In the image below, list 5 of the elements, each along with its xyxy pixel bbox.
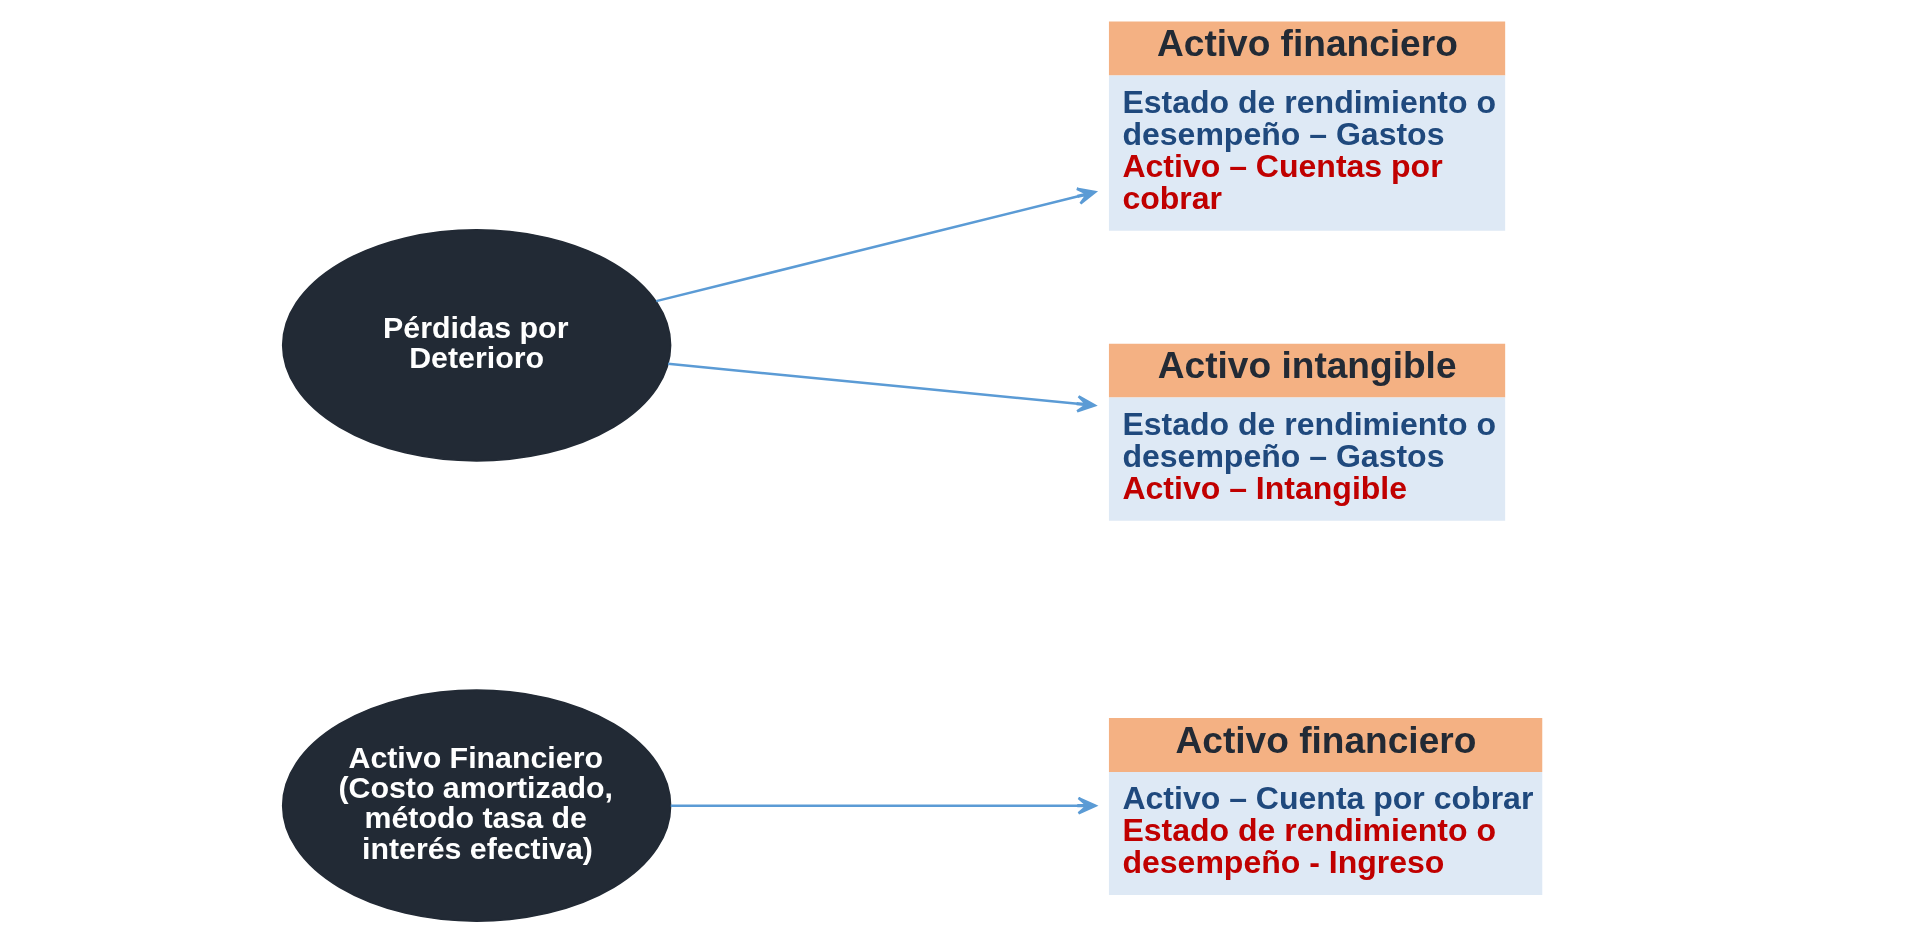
arrow	[655, 187, 1097, 303]
arrow	[670, 796, 1097, 815]
node-ellipse: Pérdidas por Deterioro	[281, 229, 672, 462]
arrow	[667, 362, 1096, 413]
node-ellipse: Activo Financiero (Costo amortizado, método tasa de interés efectiva)	[281, 689, 672, 922]
